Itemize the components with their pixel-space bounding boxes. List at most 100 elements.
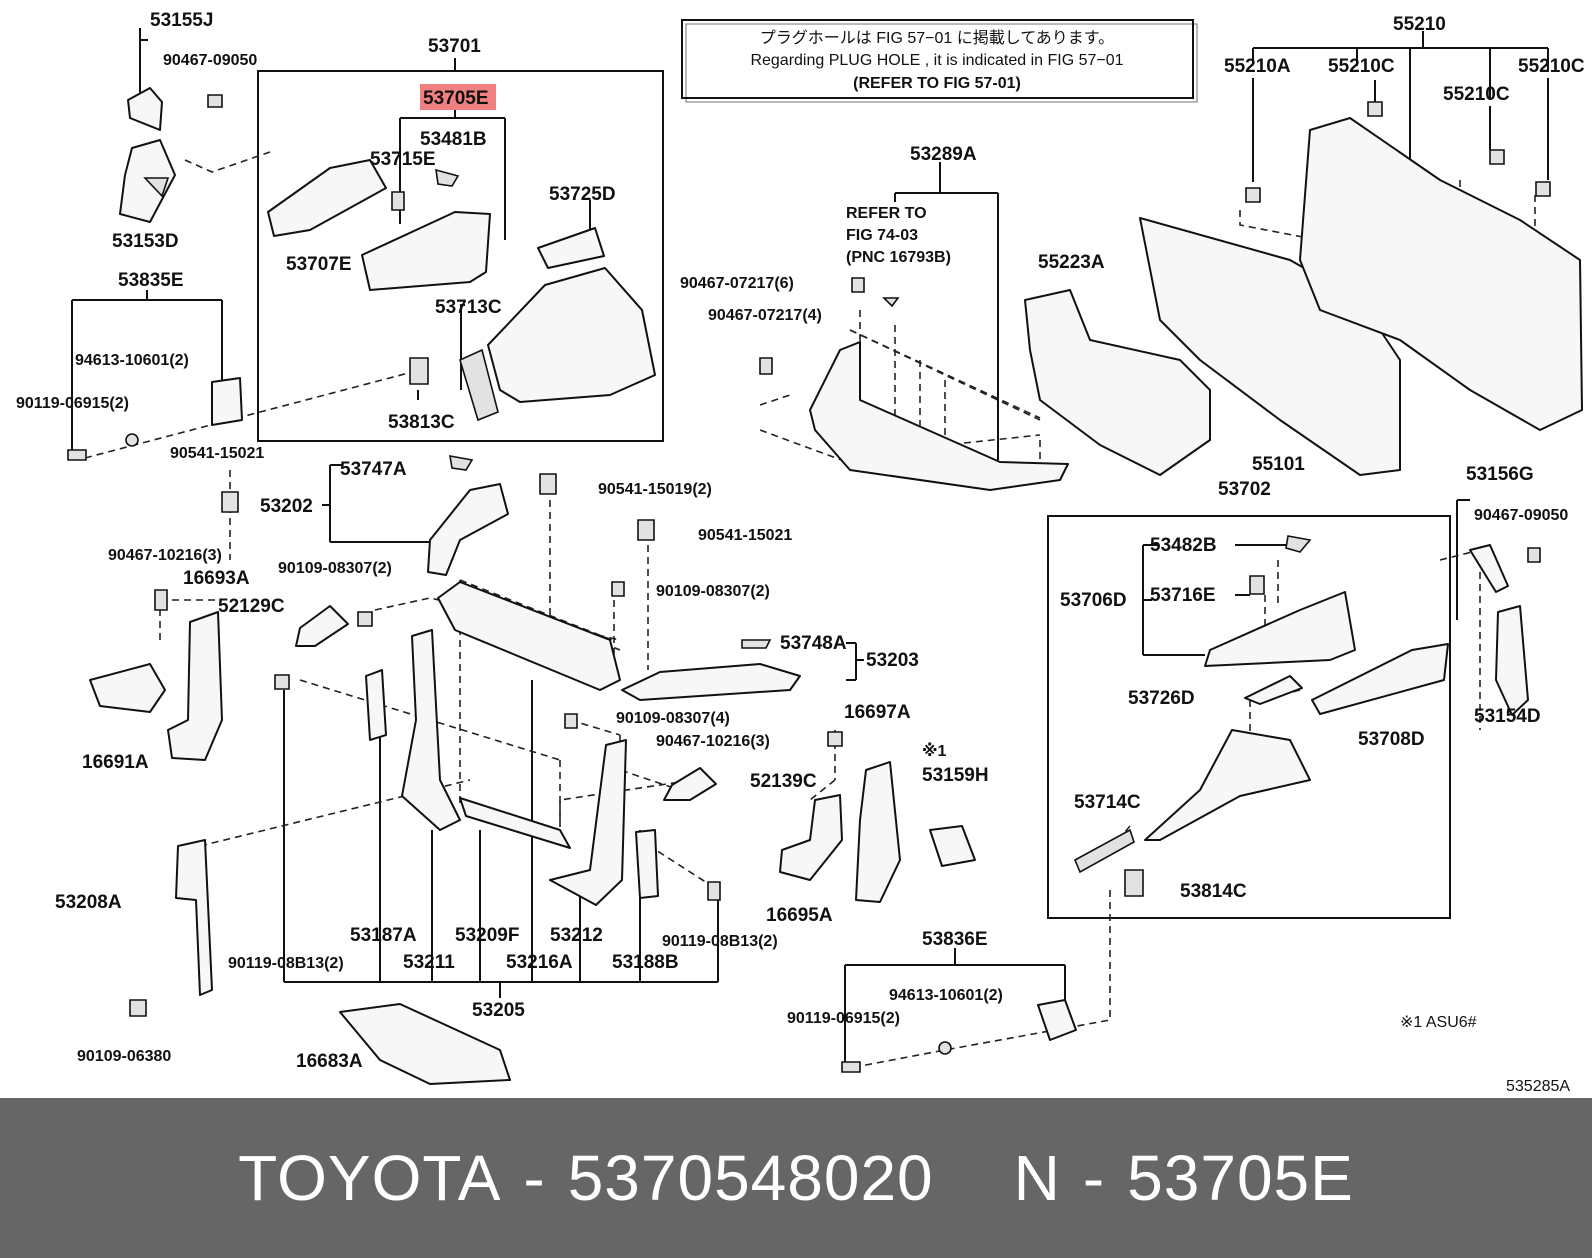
label-53713C: 53713C <box>435 297 502 318</box>
label-90467-10216-mid: 90467-10216(3) <box>656 733 770 750</box>
label-53482B: 53482B <box>1150 535 1217 556</box>
label-53701: 53701 <box>428 36 481 57</box>
label-94613-10601-right: 94613-10601(2) <box>889 987 1003 1004</box>
footer-brand: TOYOTA <box>238 1142 502 1214</box>
label-90109-08307-c: 90109-08307(4) <box>616 710 730 727</box>
label-55210C-3: 55210C <box>1443 84 1510 105</box>
part-52139C <box>663 731 843 801</box>
label-53726D: 53726D <box>1128 688 1195 709</box>
note-line-3: (REFER TO FIG 57-01) <box>853 75 1021 92</box>
part-labels: 53155J 90467-09050 53153D 53835E 94613-1… <box>16 10 1585 1095</box>
label-16683A: 16683A <box>296 1051 363 1072</box>
label-53203: 53203 <box>866 650 919 671</box>
part-53209F-lower <box>459 797 571 849</box>
label-53835E: 53835E <box>118 270 184 291</box>
label-53836E: 53836E <box>922 929 988 950</box>
label-90119-08B13-left: 90119-08B13(2) <box>228 955 344 972</box>
refer-line-3: (PNC 16793B) <box>846 249 951 266</box>
label-53814C: 53814C <box>1180 881 1247 902</box>
footer-sep-1: - <box>523 1142 546 1214</box>
part-53208A <box>129 839 213 1017</box>
label-53725D: 53725D <box>549 184 616 205</box>
label-53154D: 53154D <box>1474 706 1541 727</box>
label-90119-06915-left: 90119-06915(2) <box>16 395 129 412</box>
part-53155J-bracket <box>127 87 223 131</box>
part-52129C <box>295 605 349 647</box>
label-53188B: 53188B <box>612 952 679 973</box>
label-53289A: 53289A <box>910 144 977 165</box>
label-55101: 55101 <box>1252 454 1305 475</box>
part-53836E-mount <box>841 999 1077 1073</box>
group-frame-53701 <box>257 70 664 442</box>
part-16683A-undercover <box>339 1003 511 1085</box>
part-53202-upper-support <box>357 455 509 627</box>
part-53713-apron <box>409 267 656 422</box>
label-marker: ※1 <box>922 742 947 760</box>
label-90467-09050-right: 90467-09050 <box>1474 507 1568 524</box>
label-53708D: 53708D <box>1358 729 1425 750</box>
part-53702-group-parts <box>1073 535 1449 897</box>
footer-code-prefix: N <box>1013 1142 1061 1214</box>
label-53715E: 53715E <box>370 149 436 170</box>
label-53153D: 53153D <box>112 231 179 252</box>
part-53153D-panel <box>119 139 176 223</box>
label-53202: 53202 <box>260 496 313 517</box>
label-90541-15021-left: 90541-15021 <box>170 445 264 462</box>
footer-sep-2: - <box>1082 1142 1106 1214</box>
label-53747A: 53747A <box>340 459 407 480</box>
part-16695A-16697A <box>779 761 901 903</box>
footnote: ※1 ASU6# <box>1400 1014 1477 1031</box>
label-53714C: 53714C <box>1074 792 1141 813</box>
group-frame-53702 <box>1047 515 1451 919</box>
label-90109-08307-b: 90109-08307(2) <box>656 583 770 600</box>
label-53208A: 53208A <box>55 892 122 913</box>
label-90119-08B13-right: 90119-08B13(2) <box>662 933 778 950</box>
part-53707E <box>267 159 387 237</box>
part-53187A-53211-pillars <box>274 629 461 831</box>
part-bracket-left-mount <box>67 377 243 461</box>
label-16697A: 16697A <box>844 702 911 723</box>
label-90467-07217-6: 90467-07217(6) <box>680 275 794 292</box>
label-90467-07217-4: 90467-07217(4) <box>708 307 822 324</box>
label-16691A: 16691A <box>82 752 149 773</box>
note-line-2: Regarding PLUG HOLE , it is indicated in… <box>750 52 1123 69</box>
label-53211: 53211 <box>403 952 455 973</box>
label-53159H: 53159H <box>922 765 989 786</box>
part-53212-side <box>549 739 721 906</box>
highlight-53705E <box>420 84 496 110</box>
label-53748A: 53748A <box>780 633 847 654</box>
part-53156G-53154D <box>1469 544 1541 716</box>
label-53205: 53205 <box>472 1000 525 1021</box>
label-55210C-2: 55210C <box>1518 56 1585 77</box>
label-55223A: 55223A <box>1038 252 1105 273</box>
part-16693A-16691A <box>89 589 223 761</box>
footer-code: 53705E <box>1127 1142 1354 1214</box>
label-16693A: 16693A <box>183 568 250 589</box>
diagram-id: 535285A <box>1506 1078 1570 1095</box>
label-55210A: 55210A <box>1224 56 1291 77</box>
label-52139C: 52139C <box>750 771 817 792</box>
label-16695A: 16695A <box>766 905 833 926</box>
label-90541-15021-right: 90541-15021 <box>698 527 792 544</box>
note-box: プラグホールは FIG 57−01 に掲載してあります。 Regarding P… <box>681 19 1198 103</box>
part-53159H <box>929 825 976 867</box>
label-53481B: 53481B <box>420 129 487 150</box>
refer-line-1: REFER TO <box>846 205 927 222</box>
label-90467-09050-left: 90467-09050 <box>163 52 257 69</box>
part-53289A-seal <box>759 277 1069 491</box>
label-55210C-1: 55210C <box>1328 56 1395 77</box>
footer-bar: TOYOTA - 5370548020 N - 53705E <box>0 1098 1592 1258</box>
footer-part-number: 5370548020 <box>567 1142 934 1214</box>
label-53156G: 53156G <box>1466 464 1534 485</box>
label-53702: 53702 <box>1218 479 1271 500</box>
parts-diagram: プラグホールは FIG 57−01 に掲載してあります。 Regarding P… <box>16 10 1585 1095</box>
label-53209F: 53209F <box>455 925 519 946</box>
label-53216A: 53216A <box>506 952 573 973</box>
label-90109-06380: 90109-06380 <box>77 1048 171 1065</box>
part-55210-dash-insulator <box>1245 101 1583 431</box>
label-53706D: 53706D <box>1060 590 1127 611</box>
part-53706-rail <box>361 168 491 291</box>
label-53187A: 53187A <box>350 925 417 946</box>
part-53203-upper-support-rh <box>564 581 801 729</box>
label-90467-10216-left: 90467-10216(3) <box>108 547 222 564</box>
